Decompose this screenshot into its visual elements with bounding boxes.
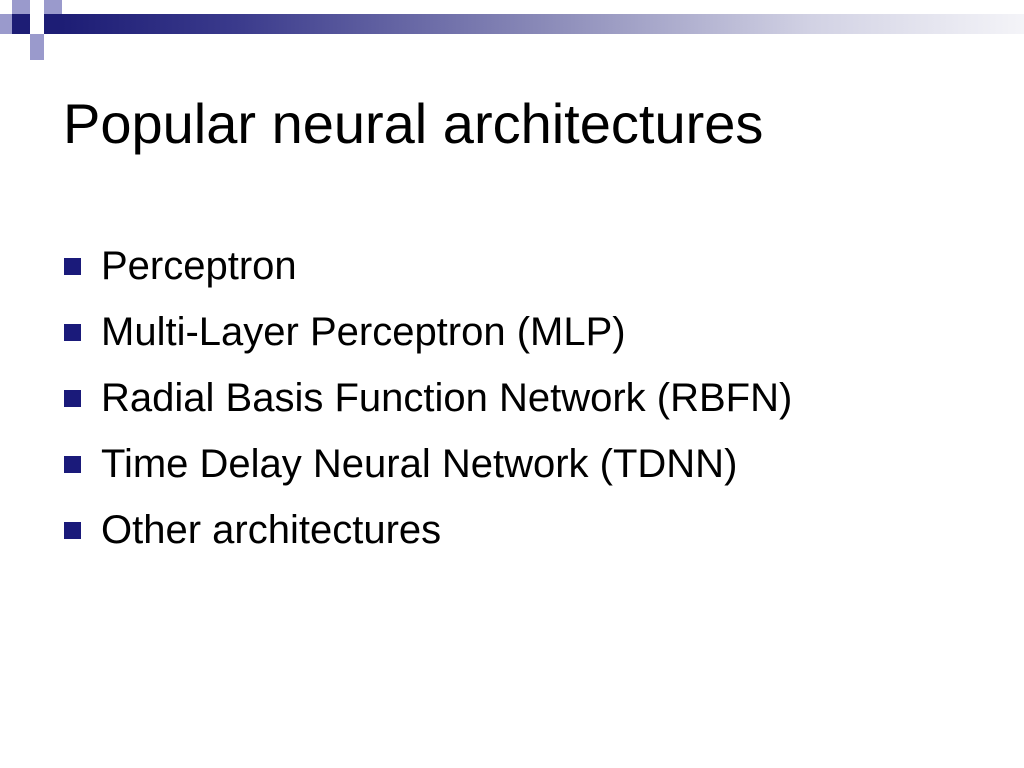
bullet-list: Perceptron Multi-Layer Perceptron (MLP) … xyxy=(64,233,792,563)
square-bullet-icon xyxy=(64,257,81,275)
bullet-text: Time Delay Neural Network (TDNN) xyxy=(101,442,738,486)
header-square xyxy=(44,0,62,14)
header-square xyxy=(12,14,30,34)
bullet-item: Radial Basis Function Network (RBFN) xyxy=(64,365,792,431)
bullet-text: Other architectures xyxy=(101,508,442,552)
square-bullet-icon xyxy=(64,521,81,539)
slide-title: Popular neural architectures xyxy=(63,92,764,155)
square-bullet-icon xyxy=(64,323,81,341)
square-bullet-icon xyxy=(64,389,81,407)
bullet-item: Perceptron xyxy=(64,233,792,299)
bullet-text: Radial Basis Function Network (RBFN) xyxy=(101,376,793,420)
square-bullet-icon xyxy=(64,455,81,473)
header-gradient-bar xyxy=(62,14,1024,34)
bullet-text: Multi-Layer Perceptron (MLP) xyxy=(101,310,626,354)
header-square xyxy=(0,14,12,34)
bullet-text: Perceptron xyxy=(101,244,297,288)
header-square xyxy=(12,0,30,14)
header-square xyxy=(44,14,62,34)
bullet-item: Other architectures xyxy=(64,497,792,563)
header-square xyxy=(30,46,44,60)
bullet-item: Time Delay Neural Network (TDNN) xyxy=(64,431,792,497)
header-square xyxy=(30,34,44,46)
bullet-item: Multi-Layer Perceptron (MLP) xyxy=(64,299,792,365)
header-decoration xyxy=(0,0,1024,62)
